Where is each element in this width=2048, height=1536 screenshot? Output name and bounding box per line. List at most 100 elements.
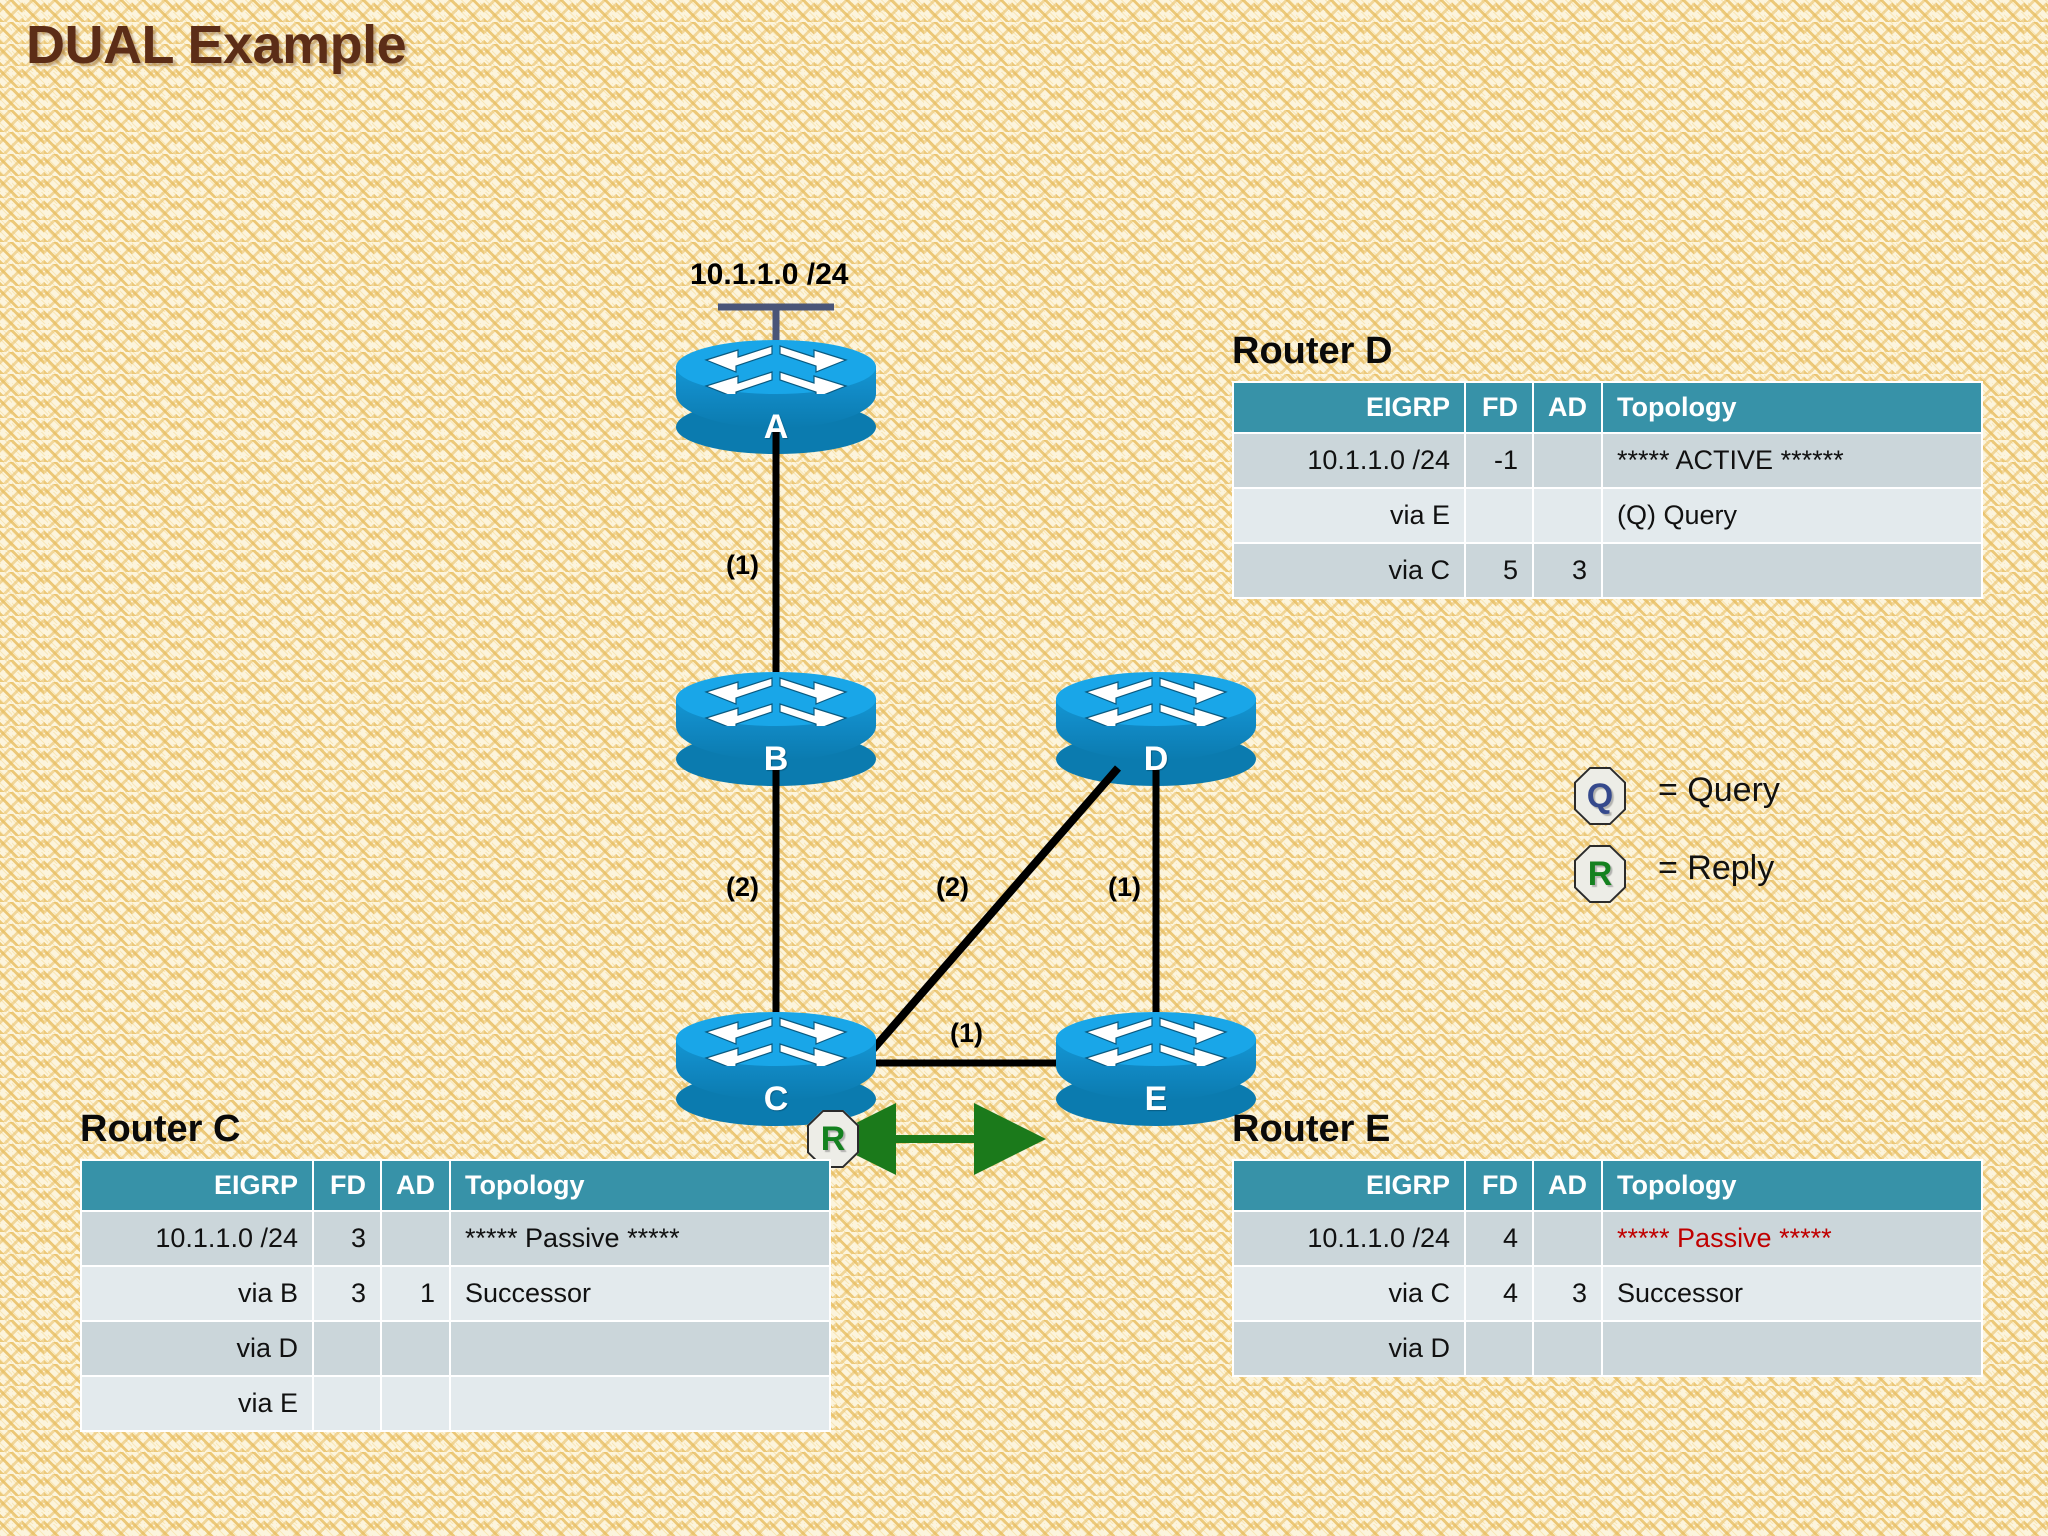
cell-ad <box>382 1322 449 1375</box>
cell-ad <box>382 1377 449 1430</box>
router-node-e[interactable]: E <box>1056 1012 1256 1126</box>
router-label-e: E <box>1144 1080 1168 1118</box>
router-c-table-block: Router C EIGRP FD AD Topology 10.1.1.0 /… <box>80 1108 831 1432</box>
router-arrows-icon <box>704 677 848 726</box>
link-cost-d-e: (1) <box>1108 872 1141 902</box>
reply-badge-letter: R <box>1587 855 1613 893</box>
col-header-topology: Topology <box>451 1161 829 1210</box>
cell-fd: 4 <box>1466 1267 1532 1320</box>
cell-ad: 3 <box>1534 1267 1601 1320</box>
cell-ad <box>382 1212 449 1265</box>
table-header-row: EIGRP FD AD Topology <box>1234 1161 1981 1210</box>
table-row: via D <box>82 1322 829 1375</box>
col-header-fd: FD <box>1466 383 1532 432</box>
table-row: via D <box>1234 1322 1981 1375</box>
router-c-caption: Router C <box>80 1108 241 1150</box>
router-node-c[interactable]: C <box>676 1012 876 1126</box>
router-node-b[interactable]: B <box>676 672 876 786</box>
cell-topology: ***** ACTIVE ****** <box>1603 434 1981 487</box>
table-header-row: EIGRP FD AD Topology <box>82 1161 829 1210</box>
page-title: DUAL Example <box>26 15 407 75</box>
router-arrows-icon <box>1084 1017 1228 1066</box>
cell-ad <box>1534 434 1601 487</box>
cell-ad <box>1534 489 1601 542</box>
cell-topology <box>1603 544 1981 597</box>
cell-fd <box>1466 489 1532 542</box>
col-header-ad: AD <box>1534 1161 1601 1210</box>
cell-fd: 3 <box>314 1212 380 1265</box>
router-label-c: C <box>763 1080 789 1118</box>
router-d-caption: Router D <box>1232 330 1393 372</box>
cell-fd <box>314 1322 380 1375</box>
router-node-d[interactable]: D <box>1056 672 1256 786</box>
cell-topology: Successor <box>1603 1267 1981 1320</box>
cell-eigrp: via D <box>1234 1322 1464 1375</box>
router-label-a: A <box>763 408 789 446</box>
reply-badge-marker: R <box>807 1110 859 1168</box>
table-row: via E (Q) Query <box>1234 489 1981 542</box>
col-header-eigrp: EIGRP <box>82 1161 312 1210</box>
link-cost-c-e: (1) <box>950 1018 983 1048</box>
cell-ad: 3 <box>1534 544 1601 597</box>
router-d-table-body: 10.1.1.0 /24-1 ***** ACTIVE ****** via E (Q… <box>1234 434 1981 597</box>
cell-eigrp: via E <box>1234 489 1464 542</box>
octagon-inner <box>1576 769 1624 823</box>
reply-badge-icon: R <box>1574 845 1626 903</box>
cell-fd: 4 <box>1466 1212 1532 1265</box>
cell-eigrp: 10.1.1.0 /24 <box>1234 1212 1464 1265</box>
link-cost-b-c: (2) <box>726 872 759 902</box>
col-header-ad: AD <box>382 1161 449 1210</box>
table-row: 10.1.1.0 /24-1 ***** ACTIVE ****** <box>1234 434 1981 487</box>
router-node-a[interactable]: A <box>676 340 876 454</box>
cell-ad <box>1534 1322 1601 1375</box>
cell-eigrp: 10.1.1.0 /24 <box>1234 434 1464 487</box>
cell-topology: (Q) Query <box>1603 489 1981 542</box>
router-arrows-icon <box>704 1017 848 1066</box>
router-d-table-block: Router D EIGRP FD AD Topology 10.1.1.0 /… <box>1232 330 1983 599</box>
octagon-inner <box>809 1112 857 1166</box>
cell-fd <box>1466 1322 1532 1375</box>
cell-topology <box>451 1322 829 1375</box>
router-e-caption: Router E <box>1232 1108 1391 1150</box>
router-label-d: D <box>1143 740 1169 778</box>
octagon-inner <box>1576 847 1624 901</box>
cell-eigrp: via B <box>82 1267 312 1320</box>
col-header-topology: Topology <box>1603 1161 1981 1210</box>
cell-topology: Successor <box>451 1267 829 1320</box>
router-label-b: B <box>763 740 789 778</box>
link-cost-c-d: (2) <box>936 872 969 902</box>
cell-eigrp: via C <box>1234 1267 1464 1320</box>
cell-ad: 1 <box>382 1267 449 1320</box>
router-e-table-block: Router E EIGRP FD AD Topology 10.1.1.0 /… <box>1232 1108 1983 1377</box>
cell-eigrp: 10.1.1.0 /24 <box>82 1212 312 1265</box>
col-header-fd: FD <box>1466 1161 1532 1210</box>
link-cost-a-b: (1) <box>726 550 759 580</box>
router-arrows-icon <box>704 345 848 394</box>
cell-fd: -1 <box>1466 434 1532 487</box>
table-row: via E <box>82 1377 829 1430</box>
col-header-topology: Topology <box>1603 383 1981 432</box>
cell-eigrp: via C <box>1234 544 1464 597</box>
legend-reply-text: = Reply <box>1658 849 1775 887</box>
col-header-eigrp: EIGRP <box>1234 1161 1464 1210</box>
reply-badge-letter: R <box>820 1120 846 1158</box>
cell-ad <box>1534 1212 1601 1265</box>
cell-eigrp: via D <box>82 1322 312 1375</box>
cell-topology <box>1603 1322 1981 1375</box>
cell-topology: ***** Passive ***** <box>451 1212 829 1265</box>
cell-eigrp: via E <box>82 1377 312 1430</box>
cell-topology: ***** Passive ***** <box>1603 1212 1981 1265</box>
col-header-eigrp: EIGRP <box>1234 383 1464 432</box>
router-d-table: EIGRP FD AD Topology 10.1.1.0 /24-1 *****… <box>1232 381 1983 599</box>
cell-fd: 3 <box>314 1267 380 1320</box>
cell-fd <box>314 1377 380 1430</box>
col-header-ad: AD <box>1534 383 1601 432</box>
